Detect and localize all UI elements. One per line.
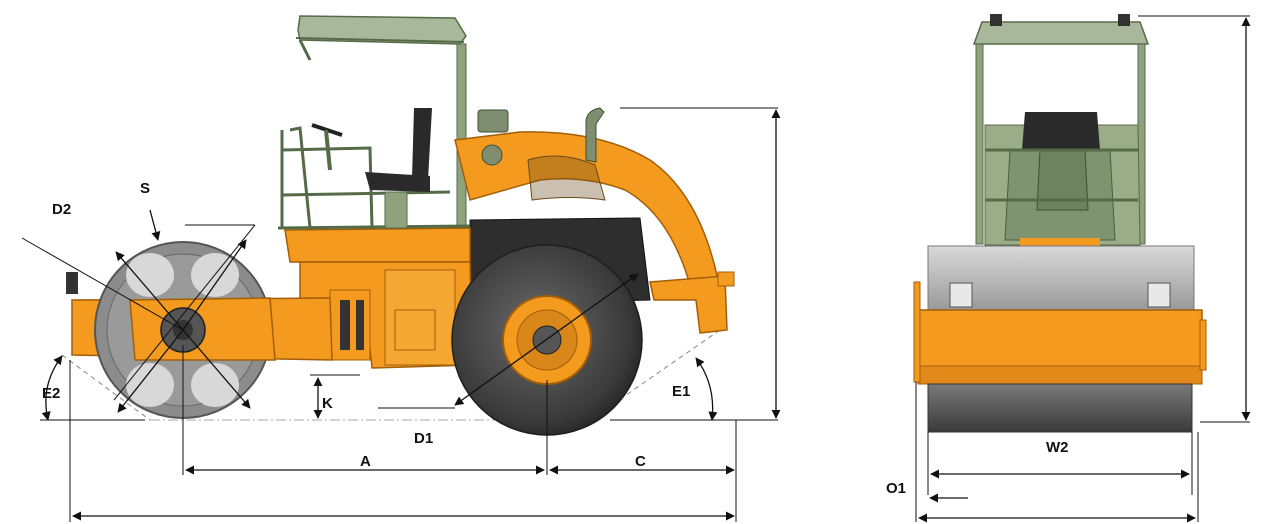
label-e1: E1	[672, 383, 690, 400]
side-view: D2 S E2 K D1 E1 A C	[21, 15, 781, 522]
label-s: S	[140, 180, 150, 197]
d2-arrow-a	[182, 329, 251, 409]
operator-platform	[284, 227, 471, 263]
rear-bumper	[649, 275, 728, 334]
e1-angle-arc	[695, 357, 718, 421]
operator-railing	[277, 126, 471, 230]
label-d1: D1	[414, 430, 433, 447]
articulation-joint	[329, 289, 371, 361]
d2-diameter	[113, 224, 256, 401]
front-drum	[94, 241, 272, 419]
front-frame-bar	[917, 309, 1203, 371]
label-c: C	[635, 453, 646, 470]
front-drum-bottom	[927, 383, 1193, 433]
engine-grille	[527, 155, 606, 201]
label-o1: O1	[886, 480, 906, 497]
label-k: K	[322, 395, 333, 412]
label-e2: E2	[42, 385, 60, 402]
front-seat	[1022, 112, 1100, 150]
front-canopy-roof	[972, 21, 1150, 45]
front-view: W2 O1	[886, 14, 1251, 523]
e2-angle-arc	[41, 355, 63, 421]
s-arrow	[149, 209, 161, 241]
label-a: A	[360, 453, 371, 470]
d2-arrow-b	[115, 251, 184, 331]
label-w2: W2	[1046, 439, 1069, 456]
exhaust-pipe	[585, 107, 605, 163]
approach-line-front	[61, 354, 151, 421]
operator-seat	[365, 108, 432, 229]
d2-line	[21, 237, 184, 331]
d1-diameter	[454, 273, 639, 406]
air-filter	[477, 109, 509, 133]
label-d2: D2	[52, 201, 71, 218]
